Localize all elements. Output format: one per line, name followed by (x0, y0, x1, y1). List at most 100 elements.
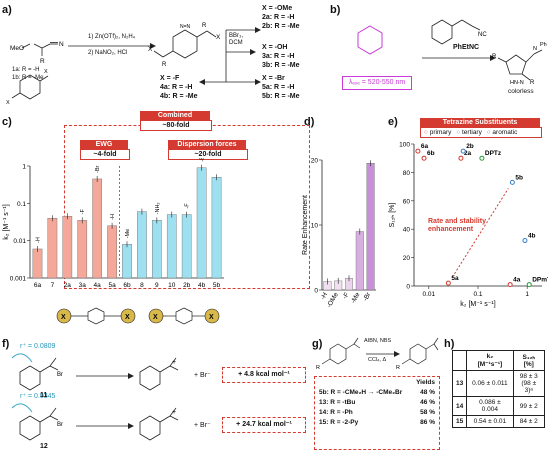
point-label: 4a (513, 277, 521, 284)
svg-text:N: N (533, 46, 537, 52)
table-cell-k: 0.06 ± 0.011 (466, 370, 514, 397)
y-axis-label: k₂ [M⁻¹ s⁻¹] (3, 204, 10, 239)
legend-box: ○ primary ○ tertiary ○ aromatic (420, 127, 542, 138)
product-5a: 5a: R = -H (262, 84, 295, 91)
svg-text:X: X (61, 314, 66, 321)
svg-text:Br: Br (57, 422, 63, 428)
x-tick-label: 8 (140, 282, 144, 289)
data-point (460, 148, 466, 154)
bar-substituent-label: -H (35, 237, 41, 243)
y-tick-label: 20 (311, 158, 319, 165)
bar (152, 220, 162, 279)
bar (196, 167, 207, 279)
svg-text:X: X (125, 314, 130, 321)
panel-c-label: c) (2, 116, 12, 128)
dispersion-box: Dispersion forces (168, 140, 246, 149)
bar (32, 248, 43, 279)
svg-text:X: X (148, 46, 153, 53)
yields-header: Yields (416, 379, 435, 386)
yield-row-text: 5b: R = -CMe₂H → -CMe₂Br (319, 389, 403, 396)
g-conditions: CCl₄, Δ (368, 357, 387, 363)
rate-stability-annotation: Rate and stability enhancement (428, 218, 486, 233)
product-2b: 2b: R = -Me (262, 23, 300, 30)
svg-text:R: R (530, 80, 535, 86)
product-4a: 4a: R = -H (160, 84, 193, 91)
x-tick-label: 10 (168, 282, 176, 289)
point-label: 2b (466, 143, 474, 150)
legend-title: Tetrazine Substituents (420, 118, 540, 127)
point-label: 2a (464, 150, 472, 157)
product-br-x: X = -Br (262, 75, 285, 82)
legend-tertiary-icon: ○ (456, 129, 461, 136)
svg-text:Ph: Ph (540, 42, 547, 48)
bar (166, 214, 177, 279)
bar-substituent-label: -Me (125, 229, 131, 238)
x-tick-label: 4a (94, 282, 102, 289)
x-tick-label: 9 (155, 282, 159, 289)
conditions: 1) Zn(OTf)₂, N₂H₄ 2) NaNO₂, HCl (88, 32, 135, 58)
svg-text:R: R (162, 62, 167, 68)
panel-g-label: g) (312, 338, 323, 350)
table-header-id (451, 350, 468, 371)
bar (77, 220, 88, 279)
colorless-note: colorless (508, 88, 534, 95)
yield-row-text: 15: R = -2-Py (319, 419, 359, 426)
data-point (421, 155, 427, 161)
panel-g-scheme: R R (316, 337, 439, 371)
bbr3-line-1: BBr₃, (229, 33, 244, 39)
x-axis-label: k₂ [M⁻¹ s⁻¹] (460, 301, 495, 308)
table-cell-k: 0.086 ± 0.004 (466, 396, 514, 416)
yield-row-value: 58 % (420, 409, 435, 416)
x-tick-label: -OMe (326, 291, 340, 309)
table-row: 15 0.54 ± 0.01 84 ± 2 (451, 415, 546, 428)
panel-f-scheme: Br Br + + (11, 353, 179, 441)
y-tick-label: 0.1 (17, 201, 26, 208)
y-tick-label: 1 (22, 164, 26, 171)
table-header-s: S₁₂ₕ[%] (512, 350, 546, 371)
g-reagents: AIBN, NBS (364, 338, 392, 344)
chart-c-structures: X X X X (56, 307, 220, 325)
bar (62, 216, 73, 279)
bar (107, 225, 117, 279)
data-point (509, 179, 515, 185)
legend-aromatic-icon: ○ (486, 129, 491, 136)
point-label: 6b (427, 150, 435, 157)
table-cell-id: 15 (451, 415, 468, 428)
y-tick-label: 40 (403, 227, 411, 234)
bar (181, 214, 192, 279)
combined-fold: ~80-fold (140, 120, 212, 131)
bbr3-line-2: DCM (229, 40, 243, 46)
bar (137, 211, 147, 279)
point-label: 5b (515, 174, 523, 181)
svg-text:R: R (202, 23, 207, 29)
point-label: 6a (421, 143, 429, 150)
panel-b-scheme: NC R R HN-N N Ph (357, 19, 547, 86)
reagent-phetnc: PhEtNC (453, 44, 480, 51)
x-tick-label: 2b (183, 282, 191, 289)
yield-row-value: 46 % (420, 399, 435, 406)
x-tick-label: -Me (350, 291, 362, 305)
compound-11: 11 (40, 392, 48, 399)
reactant-1a: 1a: R = -H (12, 67, 40, 73)
legend-primary: primary (429, 129, 452, 136)
legend-primary-icon: ○ (424, 129, 428, 136)
x-tick-label: 0.1 (473, 291, 482, 298)
br-ion-1: + Br⁻ (194, 372, 211, 379)
r-plus-2: r⁺ = 0.0345 (20, 393, 56, 400)
data-point (445, 280, 451, 286)
y-tick-label: 0 (314, 288, 318, 295)
cell-s-alt: (98 ± 3)ᵃ (521, 380, 537, 394)
header-k-unit: [M⁻¹s⁻¹] (477, 361, 503, 368)
ewg-fold: ~4-fold (80, 149, 130, 160)
energy-box-2: + 24.7 kcal mol⁻¹ (222, 417, 306, 433)
cell-s-value: 98 ± 3 (519, 373, 538, 380)
data-point (522, 238, 528, 244)
product-5b: 5b: R = -Me (262, 93, 300, 100)
dispersion-fold: ~20-fold (168, 149, 248, 160)
svg-text:X: X (6, 100, 10, 106)
